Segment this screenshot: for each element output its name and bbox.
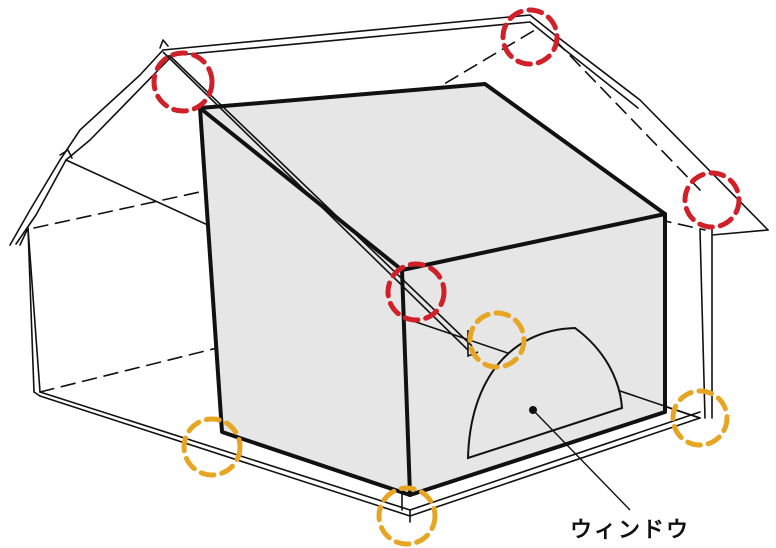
window-arch <box>466 326 624 460</box>
yellow-marker-right-base <box>670 388 730 448</box>
yellow-marker-front-base <box>376 485 438 547</box>
callout-leader-line <box>532 409 631 511</box>
callout-label: ウィンドウ <box>570 518 690 543</box>
box-left-face <box>200 108 410 495</box>
window-box <box>162 51 701 497</box>
yellow-marker-left-base <box>181 416 243 478</box>
red-marker-ridge-left <box>151 50 215 114</box>
callout: ウィンドウ <box>529 406 690 543</box>
red-marker-eave-right <box>682 170 742 230</box>
red-marker-ridge-right <box>500 7 560 67</box>
red-markers <box>151 7 742 323</box>
yellow-markers <box>181 310 730 547</box>
yellow-marker-center <box>467 310 527 370</box>
red-marker-box-corner <box>385 261 447 323</box>
